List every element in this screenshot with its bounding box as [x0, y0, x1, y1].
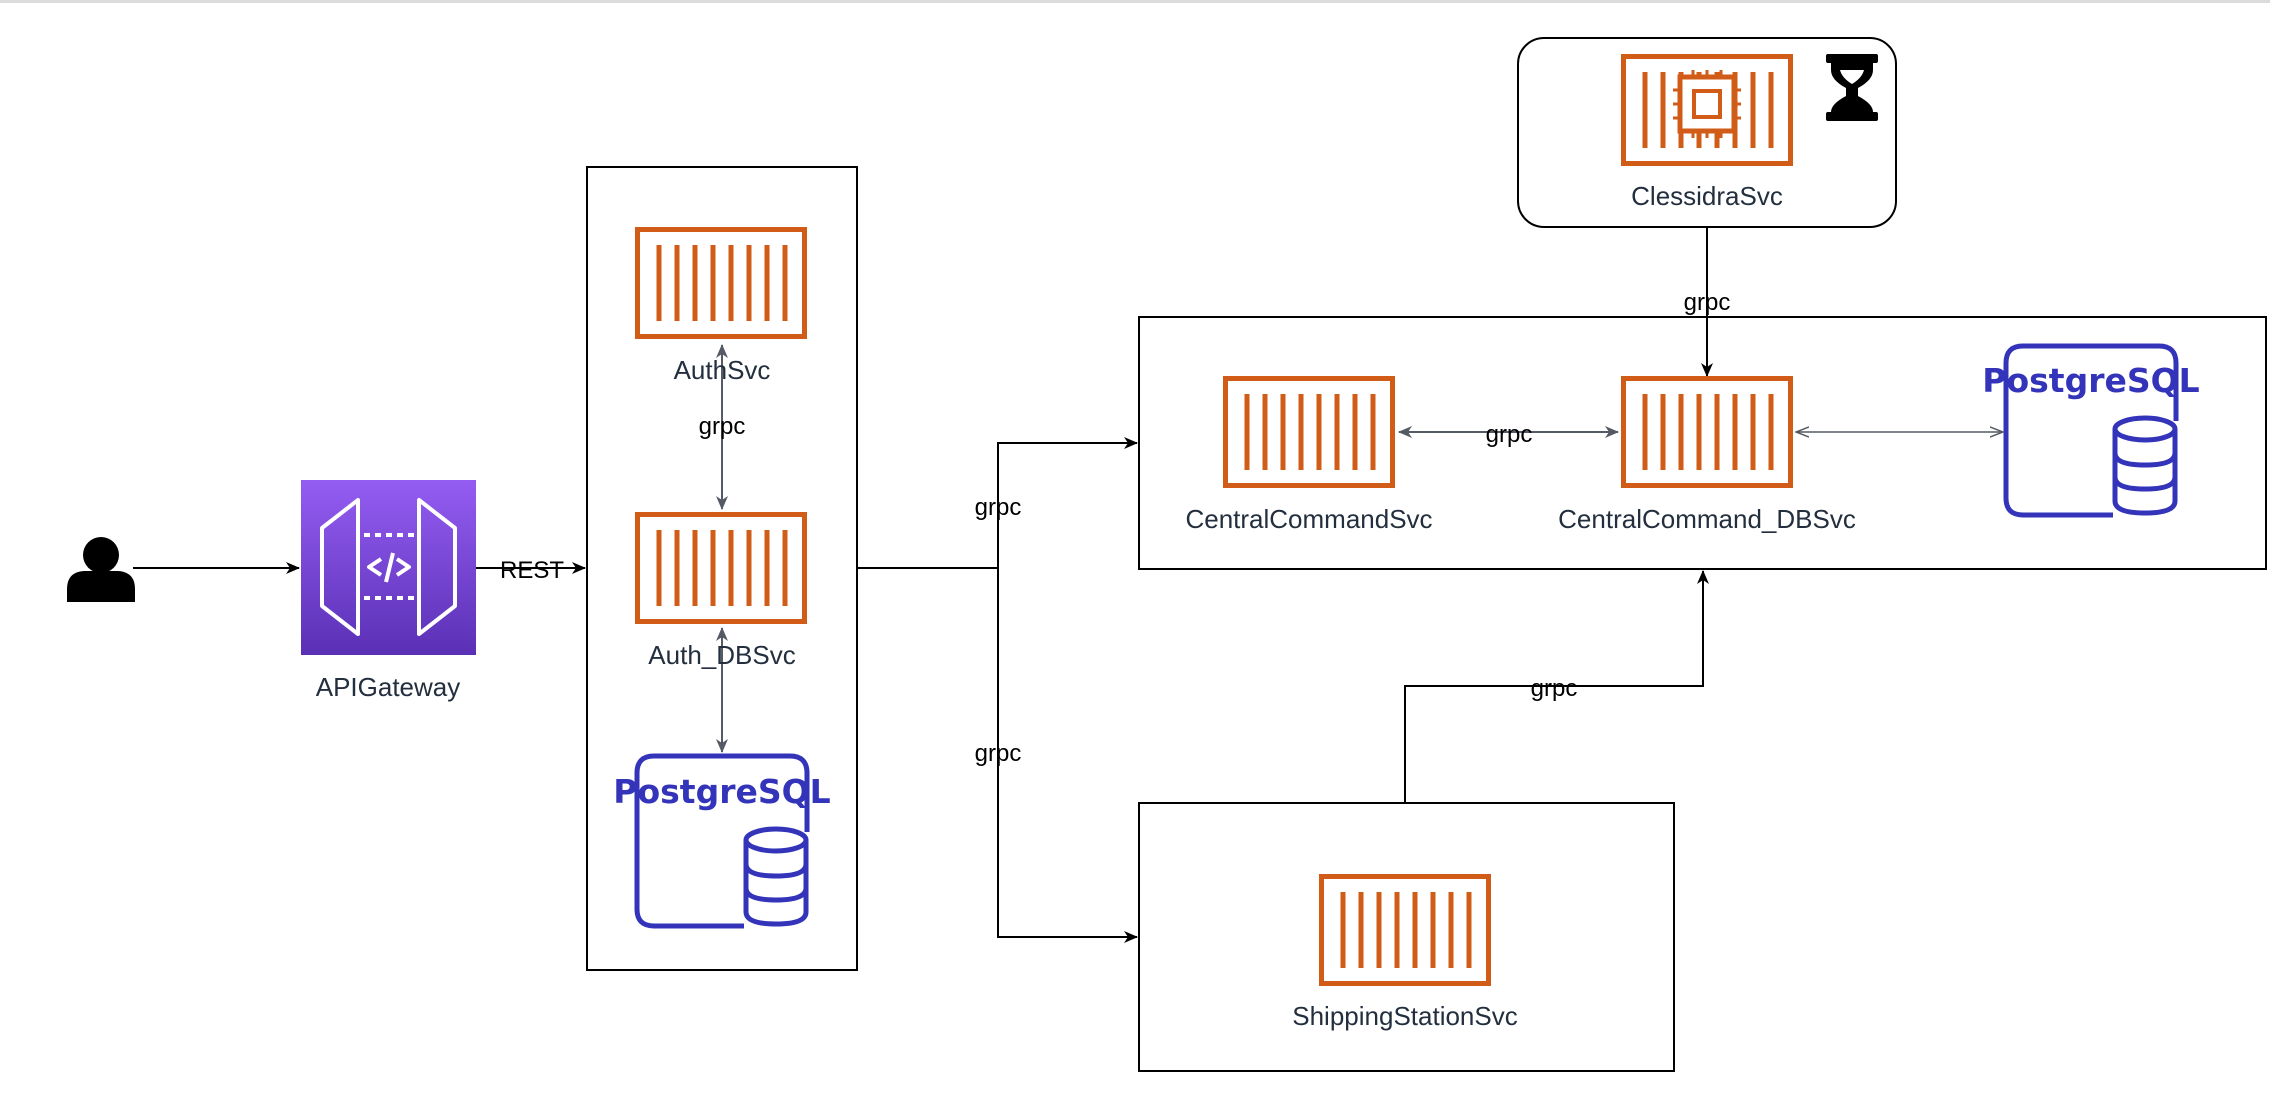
- container-icon: [1624, 379, 1791, 486]
- compute-icon: [1624, 57, 1791, 164]
- auth-group-box: [586, 166, 858, 971]
- shipping-station-svc-node[interactable]: ShippingStationSvc: [1292, 877, 1518, 1032]
- clessidra-svc-node[interactable]: ClessidraSvc: [1624, 57, 1791, 212]
- edge-label-grpc-auth: grpc: [699, 413, 746, 440]
- shipping-station-svc-label: ShippingStationSvc: [1292, 1001, 1517, 1031]
- auth-db-svc-label: Auth_DBSvc: [648, 640, 795, 670]
- top-border: [0, 0, 2270, 3]
- postgresql-icon: PostgreSQL: [613, 753, 831, 929]
- auth-svc-node[interactable]: AuthSvc: [638, 230, 805, 386]
- edge-auth-to-authdb: grpc: [699, 344, 746, 510]
- central-command-db-svc-node[interactable]: CentralCommand_DBSvc: [1558, 379, 1856, 535]
- api-gateway-label: APIGateway: [316, 672, 461, 702]
- edge-clessidra-to-central-db: grpc: [1684, 227, 1731, 377]
- auth-svc-label: AuthSvc: [674, 355, 771, 385]
- auth-db-svc-node[interactable]: Auth_DBSvc: [638, 515, 805, 671]
- edge-auth-group-to-central: grpc: [857, 437, 1138, 569]
- postgresql-wordmark: PostgreSQL: [613, 772, 830, 811]
- central-command-svc-node[interactable]: CentralCommandSvc: [1185, 379, 1433, 535]
- auth-postgresql-node[interactable]: PostgreSQL: [613, 753, 831, 929]
- central-postgresql-node[interactable]: PostgreSQL: [1982, 343, 2200, 518]
- central-command-db-svc-label: CentralCommand_DBSvc: [1558, 504, 1856, 534]
- central-command-group-box: [1138, 316, 2267, 570]
- edge-label-grpc-central: grpc: [975, 494, 1022, 521]
- container-icon: [1226, 379, 1393, 486]
- central-command-svc-label: CentralCommandSvc: [1185, 504, 1432, 534]
- edge-label-rest: REST: [500, 557, 564, 584]
- edge-label-grpc-shipping-central: grpc: [1531, 675, 1578, 702]
- edge-label-grpc-shipping: grpc: [975, 740, 1022, 767]
- edge-central-to-central-db: grpc: [1398, 421, 1619, 448]
- api-gateway-node[interactable]: APIGateway: [301, 480, 476, 702]
- postgresql-wordmark: PostgreSQL: [1982, 361, 2199, 400]
- edge-gateway-to-auth: REST: [476, 557, 586, 584]
- user-icon: [67, 537, 135, 602]
- postgresql-icon: PostgreSQL: [1982, 343, 2200, 518]
- shipping-group-box: [1138, 802, 1675, 1072]
- edge-shipping-to-central: grpc: [1404, 570, 1709, 803]
- edge-label-grpc-clessidra: grpc: [1684, 289, 1731, 316]
- container-icon: [638, 230, 805, 337]
- container-icon: [1322, 877, 1489, 984]
- container-icon: [638, 515, 805, 622]
- clessidra-svc-label: ClessidraSvc: [1631, 181, 1783, 211]
- edge-label-grpc-central-db: grpc: [1486, 421, 1533, 448]
- edge-auth-group-to-shipping: grpc: [975, 568, 1138, 943]
- hourglass-icon: [1826, 54, 1878, 121]
